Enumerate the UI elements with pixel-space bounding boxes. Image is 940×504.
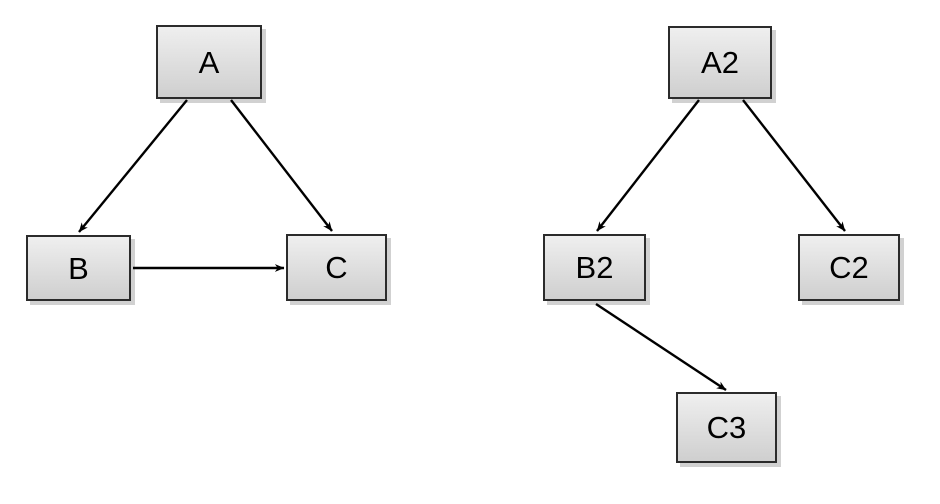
edge-a-b (78, 99, 188, 233)
edges-group (78, 99, 846, 392)
node-a2[interactable]: A2 (668, 26, 772, 99)
edge-b2-c3 (595, 302, 727, 392)
node-label-b: B (68, 250, 89, 286)
node-c3[interactable]: C3 (676, 392, 777, 463)
node-label-b2: B2 (575, 250, 614, 285)
node-c2[interactable]: C2 (798, 234, 900, 301)
node-label-c: C (325, 250, 348, 285)
node-c[interactable]: C (286, 234, 387, 301)
edge-a2-b2 (596, 99, 700, 232)
node-label-a2: A2 (701, 45, 739, 80)
edge-a2-c2 (742, 99, 846, 232)
edge-a-c (230, 99, 333, 232)
node-label-c3: C3 (706, 410, 747, 445)
node-b[interactable]: B (26, 235, 131, 301)
node-b2[interactable]: B2 (543, 234, 646, 301)
node-a[interactable]: A (156, 25, 262, 99)
node-label-c2: C2 (829, 250, 869, 285)
node-label-a: A (198, 44, 220, 80)
